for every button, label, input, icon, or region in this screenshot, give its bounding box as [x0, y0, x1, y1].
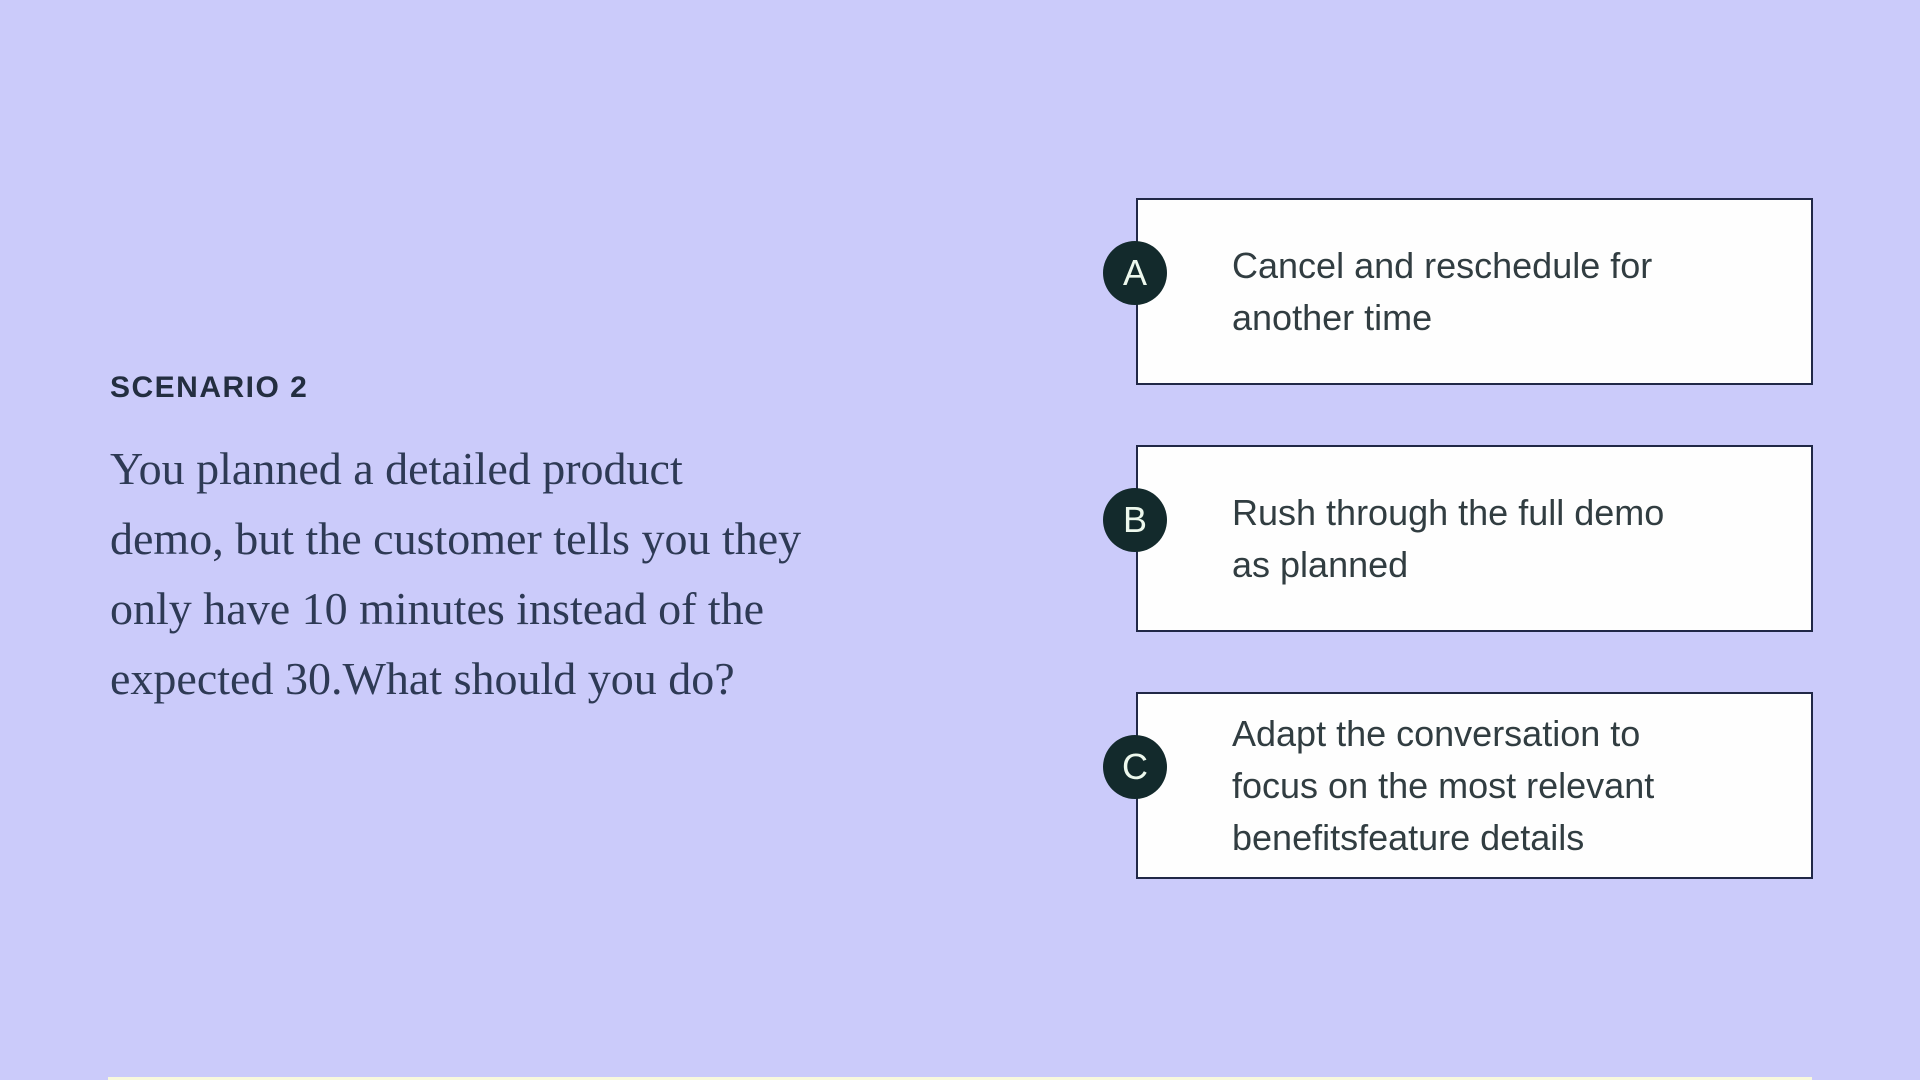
option-a-letter: A — [1122, 252, 1147, 293]
question-line: demo, but the customer tells you they — [110, 513, 802, 564]
option-card-c[interactable]: C Adapt the conversation to focus on the… — [1103, 692, 1813, 879]
option-c-label: Adapt the conversation to focus on the m… — [1232, 708, 1791, 864]
option-card-a[interactable]: A Cancel and reschedule for another time — [1103, 198, 1813, 385]
option-b-label: Rush through the full demo as planned — [1232, 487, 1791, 591]
option-a-badge: A — [1103, 241, 1167, 305]
scenario-question: You planned a detailed product demo, but… — [110, 434, 1010, 714]
option-c-badge: C — [1103, 735, 1167, 799]
option-c-letter: C — [1122, 746, 1148, 787]
option-text-line: benefitsfeature details — [1232, 816, 1585, 858]
option-text-line: as planned — [1232, 543, 1409, 585]
option-text-line: another time — [1232, 296, 1433, 338]
option-b-badge: B — [1103, 488, 1167, 552]
options-panel: A Cancel and reschedule for another time… — [1103, 198, 1813, 879]
question-line: expected 30.What should you do? — [110, 653, 735, 704]
question-line: only have 10 minutes instead of the — [110, 583, 765, 634]
option-text-line: Rush through the full demo — [1232, 491, 1665, 533]
question-panel: SCENARIO 2 You planned a detailed produc… — [110, 370, 1010, 714]
option-a-label: Cancel and reschedule for another time — [1232, 240, 1791, 344]
scenario-label: SCENARIO 2 — [110, 371, 309, 404]
bottom-progress-strip — [108, 1077, 1812, 1080]
option-text-line: Cancel and reschedule for — [1232, 244, 1653, 286]
option-card-b[interactable]: B Rush through the full demo as planned — [1103, 445, 1813, 632]
option-text-line: Adapt the conversation to — [1232, 712, 1641, 754]
option-b-letter: B — [1122, 499, 1147, 540]
option-text-line: focus on the most relevant — [1232, 764, 1655, 806]
question-line: You planned a detailed product — [110, 443, 683, 494]
